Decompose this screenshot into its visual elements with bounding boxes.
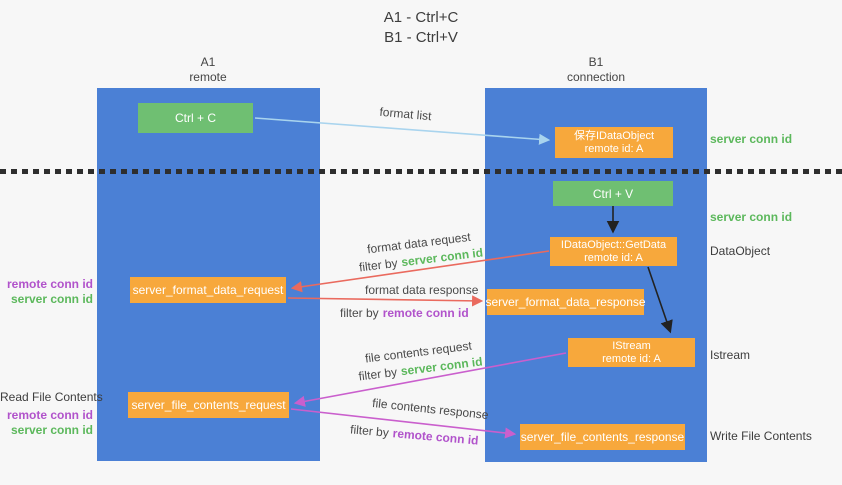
phase-divider-dotted-line xyxy=(0,169,842,174)
istream-line1: IStream xyxy=(612,339,651,352)
istream-node: IStream remote id: A xyxy=(568,338,695,367)
left-remote-conn-id-2: remote conn id xyxy=(6,408,93,422)
remote-conn-id-key: remote conn id xyxy=(382,306,469,320)
istream-line2: remote id: A xyxy=(602,352,661,365)
server-file-contents-response-label: server_file_contents_response xyxy=(520,430,685,444)
save-idataobject-line1: 保存IDataObject xyxy=(573,129,655,142)
left-server-conn-id-2: server conn id xyxy=(10,423,93,437)
filter-by-prefix: filter by xyxy=(349,422,390,440)
save-idataobject-line2: remote id: A xyxy=(584,142,644,155)
filter-by-prefix: filter by xyxy=(357,364,398,384)
read-file-contents-label: Read File Contents xyxy=(0,390,103,404)
ctrl-v-label: Ctrl + V xyxy=(592,186,634,201)
server-format-data-response-node: server_format_data_response xyxy=(485,289,646,315)
server-file-contents-request-label: server_file_contents_request xyxy=(131,398,286,412)
lane-header-a1: A1 remote xyxy=(148,55,268,85)
left-server-conn-id-1: server conn id xyxy=(10,292,93,306)
format-list-label: format list xyxy=(378,104,433,124)
right-server-conn-id-2: server conn id xyxy=(710,210,793,224)
lane-a1-name: remote xyxy=(189,70,227,84)
server-format-data-request-label: server_format_data_request xyxy=(132,283,284,297)
lane-b1-id: B1 xyxy=(588,55,604,69)
getdata-line1: IDataObject::GetData xyxy=(560,238,667,251)
format-data-response-label: format data response xyxy=(365,283,479,297)
remote-conn-id-key: remote conn id xyxy=(392,426,480,448)
ctrl-c-node: Ctrl + C xyxy=(138,103,253,133)
getdata-line2: remote id: A xyxy=(584,251,643,264)
server-file-contents-request-node: server_file_contents_request xyxy=(128,392,289,418)
server-format-data-request-node: server_format_data_request xyxy=(130,277,286,303)
lane-a1-id: A1 xyxy=(200,55,216,69)
file-contents-response-label: file contents response xyxy=(371,395,490,423)
lane-header-b1: B1 connection xyxy=(536,55,656,85)
save-idataobject-node: 保存IDataObject remote id: A xyxy=(555,127,673,158)
istream-label: Istream xyxy=(710,348,751,362)
server-format-data-response-label: server_format_data_response xyxy=(485,295,646,309)
left-remote-conn-id-1: remote conn id xyxy=(6,277,93,291)
lane-b1-name: connection xyxy=(566,70,626,84)
filter-by-prefix: filter by xyxy=(340,306,379,320)
dataobject-label: DataObject xyxy=(710,244,771,258)
right-server-conn-id-1: server conn id xyxy=(710,132,793,146)
diagram-title: A1 - Ctrl+C B1 - Ctrl+V xyxy=(0,8,842,48)
idataobject-getdata-node: IDataObject::GetData remote id: A xyxy=(550,237,677,266)
ctrl-c-label: Ctrl + C xyxy=(174,111,216,125)
filter-by-prefix: filter by xyxy=(358,255,399,275)
ctrl-v-node: Ctrl + V xyxy=(553,181,673,206)
write-file-contents-label: Write File Contents xyxy=(710,429,812,443)
title-line-2: B1 - Ctrl+V xyxy=(384,29,458,46)
server-file-contents-response-node: server_file_contents_response xyxy=(520,424,685,450)
title-line-1: A1 - Ctrl+C xyxy=(383,9,459,26)
